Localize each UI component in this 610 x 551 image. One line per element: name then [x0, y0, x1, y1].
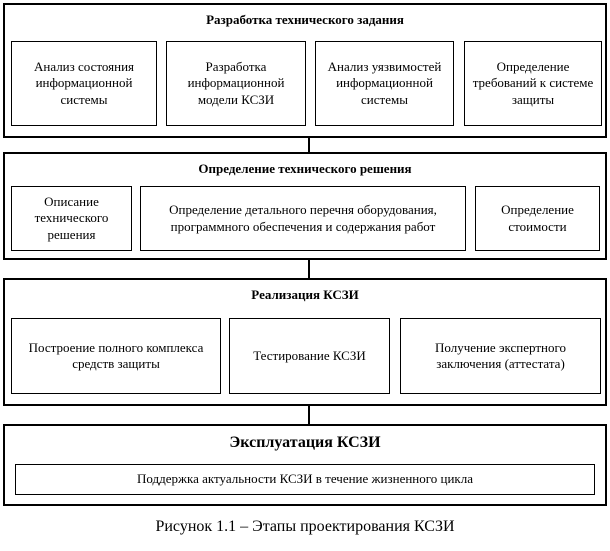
stage-operation: Эксплуатация КСЗИ Поддержка актуальности… — [3, 424, 607, 506]
box-protection-requirements: Определение требований к системе защиты — [464, 41, 602, 126]
connector-1-2 — [308, 137, 310, 153]
box-system-state-analysis: Анализ состояния информационной системы — [11, 41, 157, 126]
box-cost-estimation: Определение стоимости — [475, 186, 600, 251]
box-equipment-list: Определение детального перечня оборудова… — [140, 186, 466, 251]
connector-3-4 — [308, 405, 310, 425]
stage-implementation: Реализация КСЗИ Построение полного компл… — [3, 278, 607, 406]
box-build-protection: Построение полного комплекса средств защ… — [11, 318, 221, 394]
figure-caption: Рисунок 1.1 – Этапы проектирования КСЗИ — [155, 518, 455, 535]
box-info-model-development: Разработка информационной модели КСЗИ — [166, 41, 306, 126]
stage-technical-assignment: Разработка технического задания Анализ с… — [3, 3, 607, 138]
stage-technical-solution: Определение технического решения Описани… — [3, 152, 607, 260]
box-testing: Тестирование КСЗИ — [229, 318, 390, 394]
box-vulnerability-analysis: Анализ уязвимостей информационной систем… — [315, 41, 454, 126]
box-lifecycle-support: Поддержка актуальности КСЗИ в течение жи… — [15, 464, 595, 495]
box-expert-conclusion: Получение экспертного заключения (аттест… — [400, 318, 601, 394]
box-solution-description: Описание технического решения — [11, 186, 132, 251]
connector-2-3 — [308, 259, 310, 279]
stage-title: Определение технического решения — [198, 161, 412, 176]
stage-title: Реализация КСЗИ — [251, 287, 359, 302]
stage-title: Эксплуатация КСЗИ — [229, 434, 381, 451]
stage-title: Разработка технического задания — [206, 12, 404, 27]
